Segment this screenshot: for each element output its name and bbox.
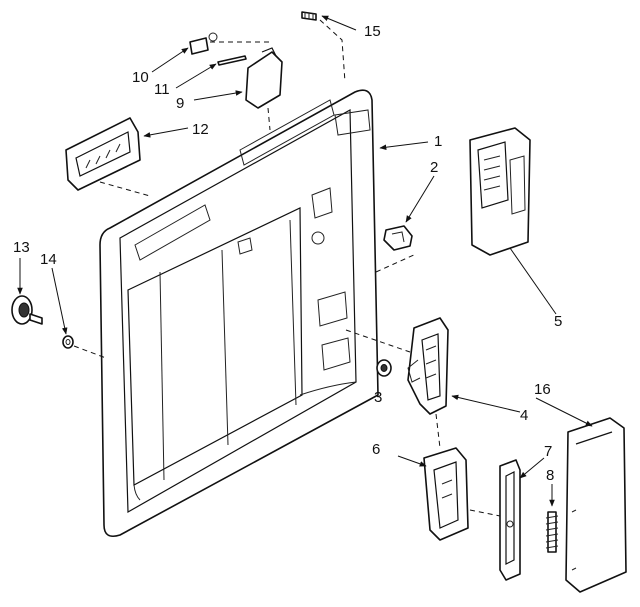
latch-screw [189, 32, 218, 55]
callout-6: 6 [372, 441, 380, 458]
latch-rod [217, 55, 247, 66]
callout-13: 13 [13, 239, 30, 256]
latch-base [423, 447, 469, 541]
callout-15: 15 [364, 23, 381, 40]
callout-10: 10 [132, 69, 149, 86]
callout-4: 4 [520, 407, 528, 424]
washer [62, 335, 74, 349]
strike-plate [499, 459, 521, 581]
inner-door-panel [99, 89, 379, 538]
door-handle [65, 117, 141, 191]
callout-14: 14 [40, 251, 57, 268]
latch-clip [383, 225, 413, 251]
knob [11, 295, 43, 325]
cover-plate [245, 47, 283, 109]
callout-16: 16 [534, 381, 551, 398]
callout-9: 9 [176, 95, 184, 112]
callout-12: 12 [192, 121, 209, 138]
callout-11: 11 [154, 81, 170, 98]
callout-1: 1 [434, 133, 442, 150]
callout-5: 5 [554, 313, 562, 330]
bumper [376, 359, 392, 377]
screw [301, 11, 317, 21]
spring [545, 511, 559, 553]
vent-assembly [469, 127, 531, 256]
callout-8: 8 [546, 467, 554, 484]
side-panel [565, 417, 627, 593]
callout-7: 7 [544, 443, 552, 460]
latch-mechanism [407, 317, 449, 415]
callout-3: 3 [374, 389, 382, 406]
callout-2: 2 [430, 159, 438, 176]
